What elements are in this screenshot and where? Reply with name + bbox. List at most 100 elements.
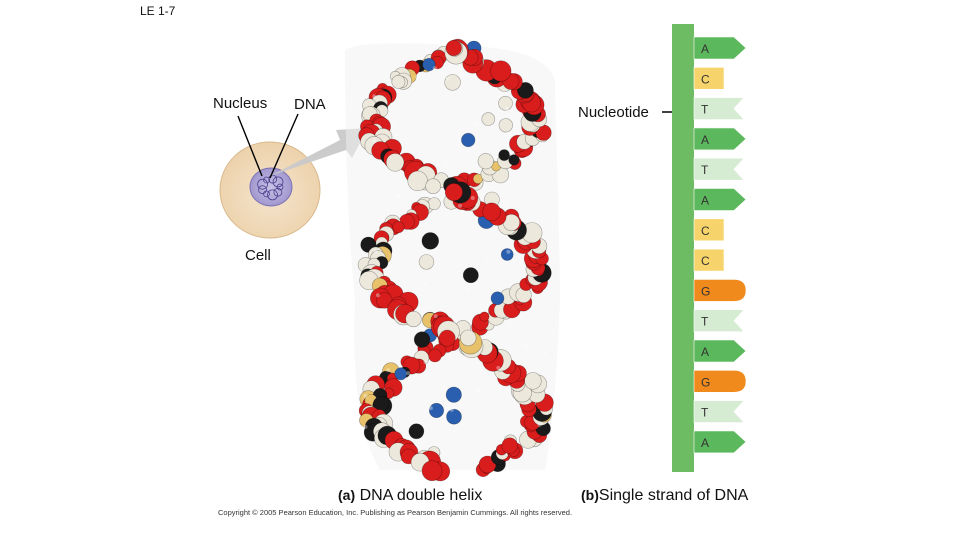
atom-sphere — [409, 424, 424, 439]
nucleotide-base: A — [694, 340, 746, 362]
atom-sphere — [406, 311, 422, 327]
atom-sphere — [482, 113, 495, 126]
nucleotide-base: T — [694, 98, 744, 120]
atom-sphere — [445, 75, 461, 91]
nucleotide-base: G — [694, 370, 746, 392]
atom-highlight — [433, 66, 437, 70]
caption-a: (a) DNA double helix — [338, 487, 482, 505]
atom-sphere — [491, 61, 512, 82]
atom-highlight — [444, 161, 448, 165]
atom-sphere — [429, 403, 443, 417]
atom-sphere — [428, 198, 440, 210]
atom-highlight — [386, 368, 390, 372]
caption-b-marker: (b) — [581, 487, 599, 503]
atom-sphere — [426, 179, 441, 194]
base-letter: C — [701, 254, 710, 268]
atom-sphere — [447, 409, 462, 424]
nucleotide-base: T — [694, 401, 744, 423]
atom-sphere — [463, 268, 478, 283]
atom-sphere — [439, 330, 455, 346]
atom-sphere — [422, 461, 442, 481]
copyright-notice: Copyright © 2005 Pearson Education, Inc.… — [218, 508, 572, 517]
atom-sphere — [446, 40, 462, 56]
atom-sphere — [395, 368, 407, 380]
atom-sphere — [393, 221, 405, 233]
atom-sphere — [491, 292, 504, 305]
atom-sphere — [408, 171, 428, 191]
strand-backbone — [672, 24, 694, 472]
cell-illustration — [220, 142, 320, 238]
atom-highlight — [538, 423, 542, 427]
atom-highlight — [374, 249, 378, 253]
atom-highlight — [503, 201, 507, 205]
atom-highlight — [364, 425, 368, 429]
atom-sphere — [499, 119, 513, 133]
atom-sphere — [414, 332, 430, 348]
atom-sphere — [460, 330, 476, 346]
cell-label: Cell — [245, 247, 271, 264]
atom-sphere — [446, 387, 461, 402]
dna-label: DNA — [294, 96, 326, 113]
base-letter: T — [701, 163, 709, 177]
atom-highlight — [424, 360, 428, 364]
atom-highlight — [358, 166, 362, 170]
atom-highlight — [446, 77, 450, 81]
base-letter: A — [701, 194, 709, 208]
base-letter: T — [701, 406, 709, 420]
nucleotide-base: A — [694, 189, 746, 211]
nucleotide-base: A — [694, 37, 746, 59]
atom-highlight — [543, 352, 547, 356]
atom-highlight — [423, 281, 427, 285]
nucleotide-base: A — [694, 431, 746, 453]
atom-highlight — [505, 107, 509, 111]
atom-sphere — [419, 255, 434, 270]
nucleus-shape — [250, 168, 292, 206]
caption-a-text: DNA double helix — [360, 487, 483, 504]
nucleotide-base: T — [694, 310, 744, 332]
base-letter: T — [701, 315, 709, 329]
atom-highlight — [506, 388, 510, 392]
atom-highlight — [372, 139, 376, 143]
atom-highlight — [376, 293, 380, 297]
atom-highlight — [496, 366, 500, 370]
atom-sphere — [445, 183, 462, 200]
base-letter: A — [701, 133, 709, 147]
nucleus-label: Nucleus — [213, 95, 267, 112]
atom-sphere — [502, 438, 518, 454]
atom-highlight — [406, 371, 410, 375]
atom-highlight — [368, 303, 372, 307]
atom-highlight — [486, 257, 490, 261]
atom-highlight — [524, 344, 528, 348]
caption-a-marker: (a) — [338, 487, 355, 503]
atom-highlight — [471, 196, 475, 200]
atom-highlight — [458, 204, 462, 208]
base-letter: A — [701, 42, 709, 56]
atom-highlight — [460, 72, 464, 76]
base-letter: G — [701, 284, 710, 298]
atom-sphere — [478, 153, 494, 169]
base-letter: C — [701, 224, 710, 238]
atom-sphere — [422, 233, 439, 250]
dna-double-helix-model — [345, 39, 560, 481]
caption-b: (b)Single strand of DNA — [581, 487, 748, 505]
atom-sphere — [461, 133, 475, 147]
nucleotide-base: G — [694, 279, 746, 301]
atom-highlight — [509, 323, 513, 327]
atom-highlight — [391, 123, 395, 127]
atom-highlight — [429, 406, 433, 410]
atom-highlight — [473, 122, 477, 126]
atom-highlight — [508, 131, 512, 135]
caption-b-text: Single strand of DNA — [599, 487, 748, 504]
nucleotide-base: A — [694, 128, 746, 150]
atom-highlight — [364, 394, 368, 398]
atom-sphere — [483, 203, 501, 221]
atom-sphere — [428, 349, 441, 362]
atom-highlight — [506, 250, 510, 254]
atom-highlight — [476, 389, 480, 393]
atom-highlight — [450, 408, 454, 412]
base-letter: T — [701, 103, 709, 117]
base-letter: C — [701, 72, 710, 86]
nucleotide-base: C — [694, 67, 724, 89]
